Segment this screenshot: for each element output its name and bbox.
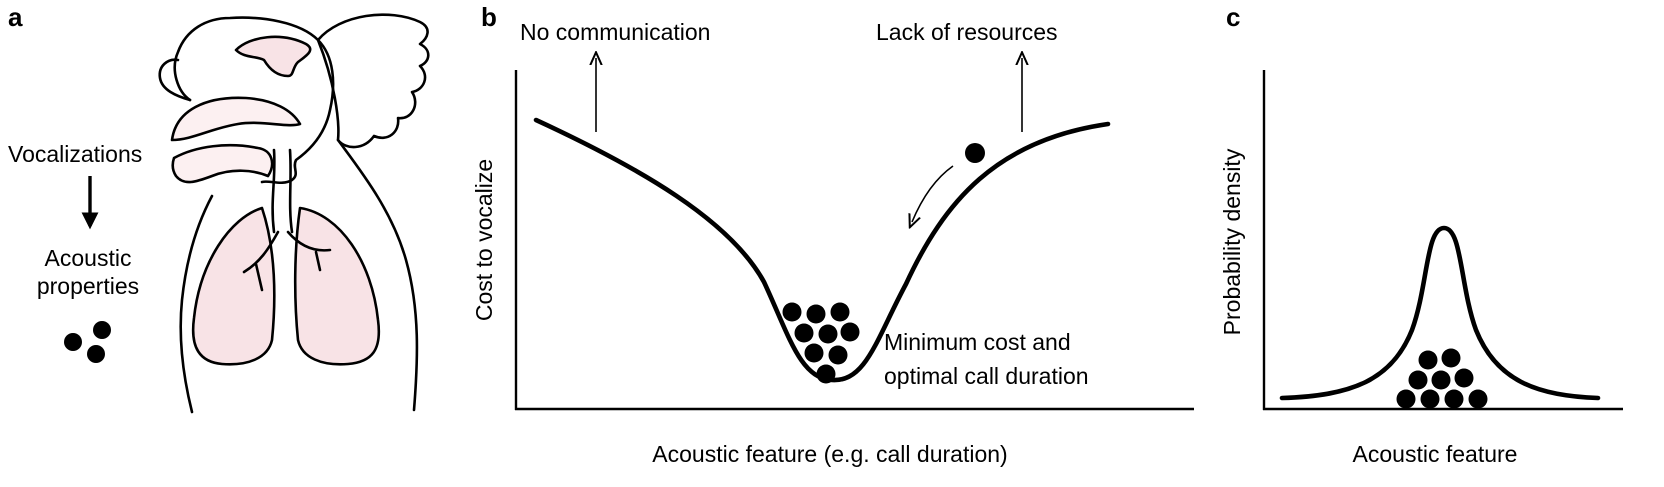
annotation-no-communication: No communication [520, 19, 710, 45]
panel-letter-b: b [481, 2, 497, 32]
nasal-cavity [170, 96, 302, 142]
cluster-ball [816, 364, 836, 384]
rolling-ball [965, 143, 985, 163]
back-outline [336, 138, 419, 412]
acoustic-dots [64, 321, 111, 363]
head-outline [173, 16, 335, 185]
brain [234, 35, 312, 78]
acoustic-dot [64, 333, 82, 351]
lung-left [191, 206, 276, 366]
y-axis-label: Cost to vocalize [471, 159, 497, 321]
cluster-ball [1420, 389, 1440, 409]
y-axis-label: Probability density [1219, 148, 1245, 335]
panel-c: c Probability density Acoustic feature [1219, 2, 1623, 467]
cluster-ball [818, 324, 838, 344]
cluster-ball [1418, 350, 1438, 370]
annotation-lack-of-resources: Lack of resources [876, 19, 1058, 45]
minimum-ball-cluster [782, 302, 860, 384]
cluster-ball [1441, 348, 1461, 368]
cluster-ball [806, 304, 826, 324]
acoustic-dot [87, 345, 105, 363]
acoustic-label-line2: properties [37, 273, 139, 299]
trachea [271, 148, 294, 234]
cluster-ball [1396, 389, 1416, 409]
distribution-ball-cluster [1396, 348, 1488, 409]
cluster-ball [794, 323, 814, 343]
panel-b: b Cost to vocalize Acoustic feature (e.g… [471, 2, 1194, 467]
cluster-ball [840, 322, 860, 342]
cluster-ball [828, 345, 848, 365]
cluster-ball [782, 302, 802, 322]
lung-right [293, 206, 381, 366]
x-axis-label: Acoustic feature [1353, 441, 1518, 467]
oral-cavity [171, 143, 274, 184]
cluster-ball [1454, 368, 1474, 388]
panel-letter-c: c [1226, 2, 1240, 32]
rolling-arrow [912, 165, 954, 222]
cluster-ball [1408, 370, 1428, 390]
annotation-minimum-line1: Minimum cost and [884, 329, 1071, 355]
vocalizations-label: Vocalizations [8, 141, 142, 167]
x-axis-label: Acoustic feature (e.g. call duration) [652, 441, 1007, 467]
cluster-ball [1431, 370, 1451, 390]
front-outline [179, 194, 214, 414]
cluster-ball [1444, 389, 1464, 409]
panel-letter-a: a [8, 2, 23, 32]
probability-density-curve [1279, 225, 1601, 401]
koala-anatomy-illustration [158, 13, 430, 414]
annotation-minimum-line2: optimal call duration [884, 363, 1089, 389]
acoustic-dot [93, 321, 111, 339]
cluster-ball [804, 343, 824, 363]
cluster-ball [1468, 389, 1488, 409]
cluster-ball [830, 302, 850, 322]
panel-a: a Vocalizations [8, 2, 430, 414]
ear-outline [316, 13, 430, 149]
acoustic-label-line1: Acoustic [45, 245, 132, 271]
snout-outline [158, 58, 192, 102]
bronchi [242, 230, 332, 292]
